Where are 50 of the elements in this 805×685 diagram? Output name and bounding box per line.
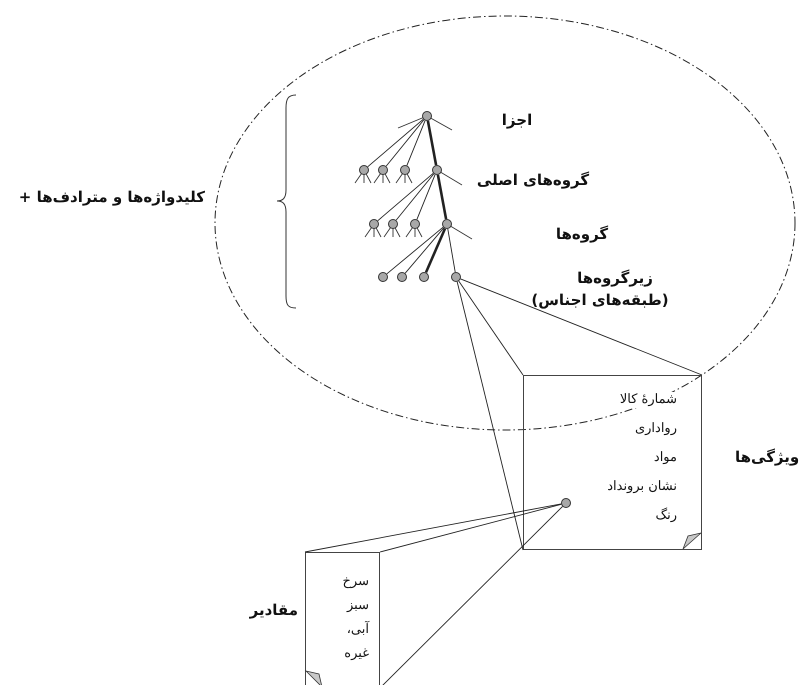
value-text: غیره (344, 646, 369, 662)
branch-line (406, 120, 426, 166)
circle-node (388, 219, 398, 229)
circle-node (359, 165, 369, 175)
circle-node (410, 219, 420, 229)
circle-node (432, 165, 442, 175)
branch-line (404, 227, 444, 274)
level-label: گروه‌ها (556, 225, 608, 243)
attribute-text: مواد (654, 450, 677, 466)
page-box (523, 375, 702, 550)
circle-node (561, 498, 571, 508)
attribute-text: رنگ (655, 508, 677, 524)
circle-node (451, 272, 461, 282)
level-label: زیرگروه‌ها (577, 269, 653, 287)
projection-line (380, 504, 562, 552)
projection-line (456, 281, 524, 550)
projection-line (304, 503, 562, 552)
branch-line (367, 118, 424, 168)
side-label: ویژگی‌ها (735, 448, 800, 466)
value-text: آبی، (346, 622, 369, 638)
level-label: اجزا (502, 111, 532, 129)
branch-line (426, 120, 438, 166)
circle-node (422, 111, 432, 121)
branch-line (377, 172, 434, 222)
branch-line (416, 174, 436, 220)
branch-line (424, 228, 446, 273)
branch-line (436, 174, 448, 220)
page-box (305, 552, 380, 685)
circle-node (442, 219, 452, 229)
branch-line (386, 226, 444, 274)
circle-node (400, 165, 410, 175)
value-text: سرخ (342, 574, 369, 590)
attribute-text: شمارهٔ کالا (620, 392, 677, 408)
circle-node (378, 272, 388, 282)
level-label: گروه‌های اصلی (476, 171, 590, 189)
branch-line (386, 119, 424, 167)
circle-node (419, 272, 429, 282)
side-label: مقادیر (250, 601, 298, 619)
circle-node (369, 219, 379, 229)
projection-line (380, 506, 563, 685)
attribute-text: نشان برونداد (607, 479, 677, 495)
attribute-text: رواداری (634, 421, 677, 437)
branch-line (396, 173, 434, 221)
circle-node (397, 272, 407, 282)
level-label: (طبقه‌های اجناس) (531, 291, 669, 309)
projection-line (458, 280, 524, 376)
level-label: کلیدواژه‌ها و مترادف‌ها + (18, 188, 205, 206)
projection-line (460, 278, 702, 376)
branch-line (447, 228, 456, 273)
circle-node (378, 165, 388, 175)
